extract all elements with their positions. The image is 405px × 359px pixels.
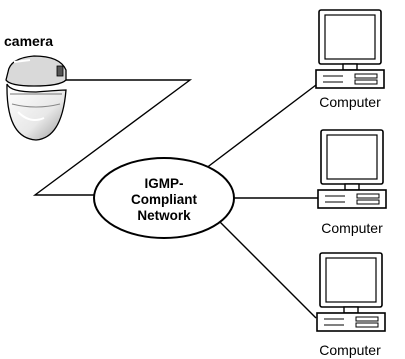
desktop-computer-icon	[317, 253, 385, 331]
computer-label-2: Computer	[321, 220, 383, 236]
link-computer-3	[220, 222, 316, 318]
link-computer-1	[197, 85, 316, 175]
computer-node-1: Computer	[316, 10, 384, 110]
network-label-line-2: Compliant	[131, 192, 198, 207]
camera-label: camera	[4, 33, 53, 49]
computer-label-1: Computer	[319, 94, 381, 110]
dome-camera-icon	[6, 56, 66, 140]
desktop-computer-icon	[318, 130, 386, 208]
computer-label-3: Computer	[319, 342, 381, 358]
network-node: IGMP- Compliant Network	[94, 158, 234, 238]
network-label-line-3: Network	[137, 208, 191, 223]
computer-node-3: Computer	[317, 253, 385, 358]
network-label-line-1: IGMP-	[145, 176, 184, 191]
computer-node-2: Computer	[318, 130, 386, 236]
desktop-computer-icon	[316, 10, 384, 88]
